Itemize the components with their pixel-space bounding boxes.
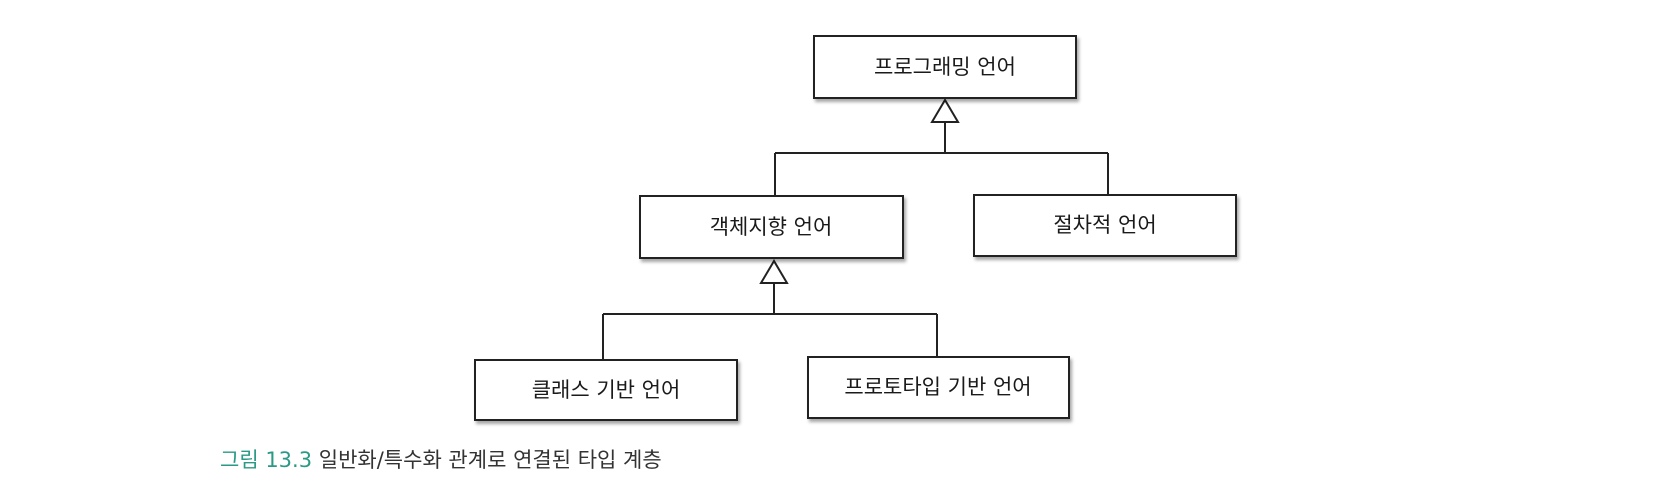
node-label-class-based: 클래스 기반 언어 xyxy=(532,378,681,402)
node-programming-language: 프로그래밍 언어 xyxy=(813,35,1077,99)
node-prototype-based-language: 프로토타입 기반 언어 xyxy=(807,356,1070,419)
inheritance-arrow-oop xyxy=(759,259,789,284)
node-label-oop: 객체지향 언어 xyxy=(710,215,833,239)
node-label-prototype: 프로토타입 기반 언어 xyxy=(844,375,1031,399)
figure-number: 그림 13.3 xyxy=(220,448,313,472)
figure-caption-text: 일반화/특수화 관계로 연결된 타입 계층 xyxy=(318,448,662,472)
generalization-connector-root xyxy=(774,122,1109,196)
figure-caption: 그림 13.3 일반화/특수화 관계로 연결된 타입 계층 xyxy=(220,444,662,474)
generalization-connector-oop xyxy=(602,283,938,360)
node-class-based-language: 클래스 기반 언어 xyxy=(474,359,738,421)
node-procedural-language: 절차적 언어 xyxy=(973,194,1237,257)
inheritance-arrow-root xyxy=(930,98,960,123)
node-label-procedural: 절차적 언어 xyxy=(1053,213,1156,237)
node-object-oriented-language: 객체지향 언어 xyxy=(639,195,904,259)
node-label-root: 프로그래밍 언어 xyxy=(874,55,1016,79)
